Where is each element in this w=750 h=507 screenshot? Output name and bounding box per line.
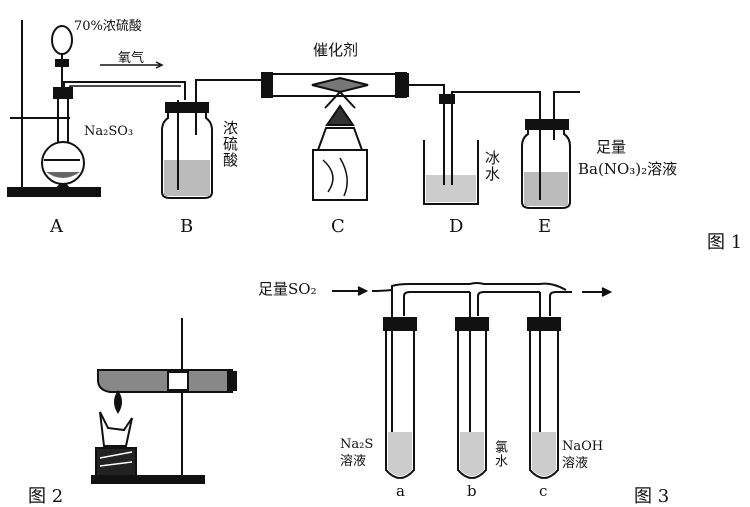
- label-tube-b-reagent: 氯水: [492, 440, 507, 468]
- figure-1-caption: 图 1: [707, 232, 743, 253]
- label-tube-a-solution: 溶液: [340, 454, 367, 469]
- label-d: D: [449, 216, 464, 237]
- label-oxygen: 氧气: [118, 51, 145, 66]
- figure-2-caption: 图 2: [28, 486, 64, 507]
- label-excess: 足量: [596, 138, 627, 156]
- label-ice-water: 冰水: [483, 150, 501, 182]
- label-acid: 70%浓硫酸: [74, 19, 142, 34]
- label-a: A: [50, 216, 63, 237]
- apparatus-e: [521, 91, 580, 209]
- figure-2-apparatus: [91, 318, 237, 484]
- label-e: E: [538, 216, 552, 237]
- label-tube-b: b: [467, 482, 477, 500]
- figure-3-apparatus: [332, 282, 613, 479]
- label-reactant: Na₂SO₃: [84, 124, 134, 139]
- label-conc-h2so4: 浓硫酸: [221, 120, 239, 168]
- label-tube-c-reagent: NaOH: [562, 439, 604, 454]
- label-b: B: [180, 216, 194, 237]
- figure-3-caption: 图 3: [634, 486, 670, 507]
- label-tube-a: a: [396, 482, 405, 500]
- label-so2-inlet: 足量SO₂: [258, 280, 317, 298]
- label-c: C: [331, 216, 345, 237]
- apparatus-c: [261, 72, 445, 201]
- apparatus-d: [423, 91, 541, 205]
- apparatus-b: [161, 79, 270, 199]
- label-tube-c-solution: 溶液: [562, 456, 589, 471]
- label-tube-a-reagent: Na₂S: [340, 437, 374, 452]
- label-barium-nitrate: Ba(NO₃)₂溶液: [578, 160, 678, 178]
- apparatus-a: [7, 20, 101, 197]
- label-catalyst: 催化剂: [313, 41, 359, 59]
- label-tube-c: c: [539, 482, 548, 500]
